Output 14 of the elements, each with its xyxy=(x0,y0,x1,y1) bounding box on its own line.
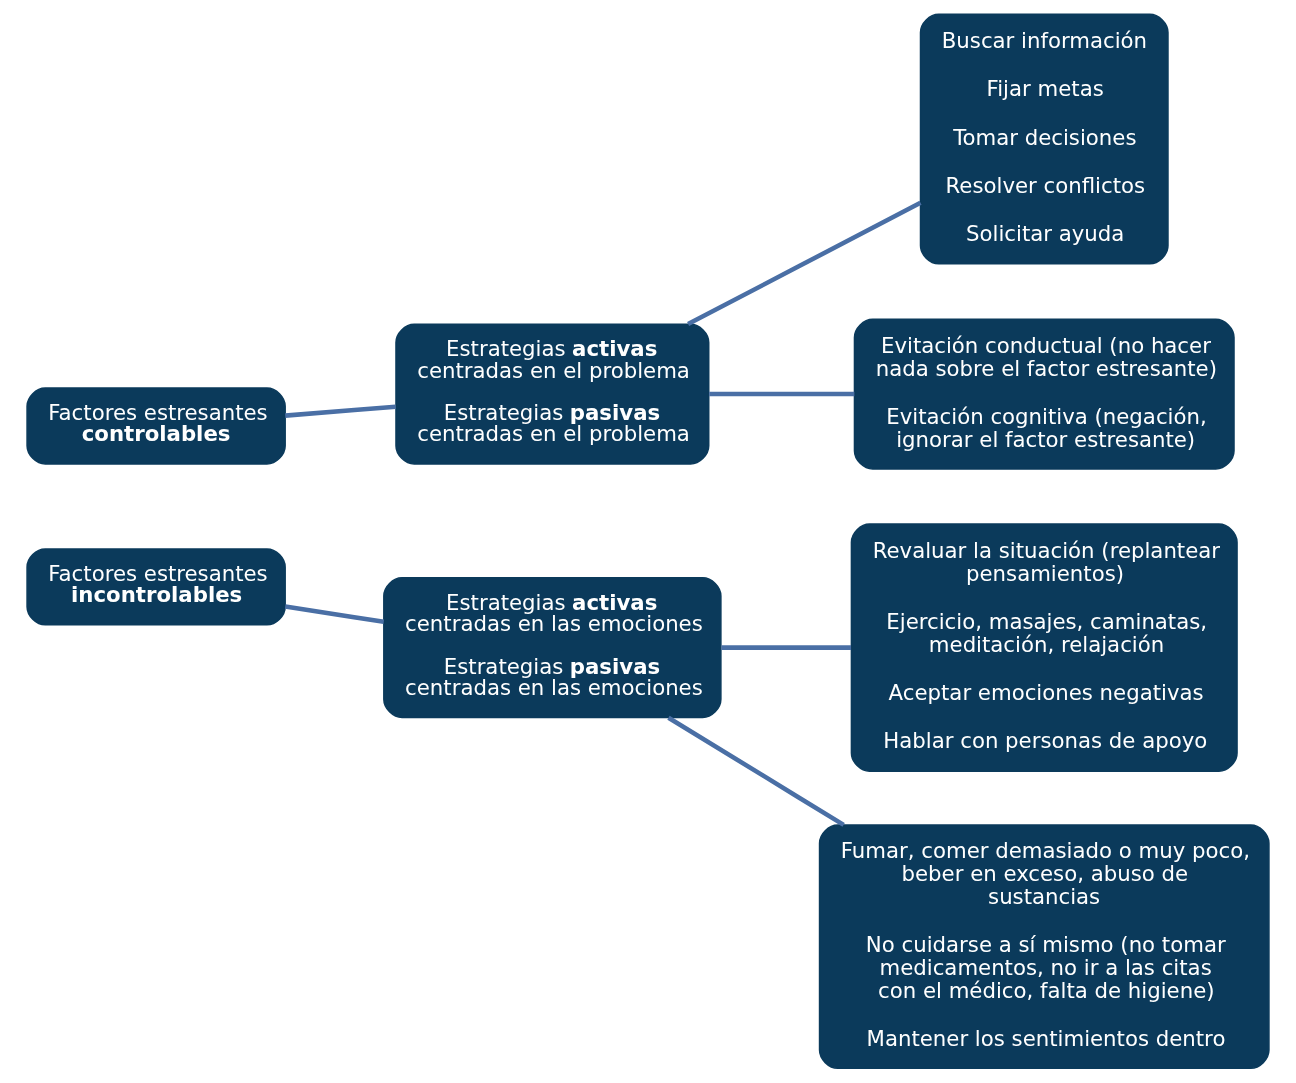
node-box: Factores estresantes incontrolables xyxy=(26,548,286,626)
connector xyxy=(285,404,396,418)
connector xyxy=(687,200,922,327)
node-box: Evitación conductual (no hacer nada sobre el factor estresante) Evitación cognitiva (negación, ignorar el factor estresante) xyxy=(853,318,1235,470)
connector xyxy=(284,604,385,625)
node-box: Revaluar la situación (replantear pensamientos) Ejercicio, masajes, caminatas, meditación, relajación Aceptar emociones negativas Hablar con personas de apoyo xyxy=(850,523,1238,772)
node-box: Estrategias activas centradas en las emociones Estrategias pasivas centradas en las emociones xyxy=(383,577,722,719)
node-box: Fumar, comer demasiado o muy poco, beber en exceso, abuso de sustancias No cuidarse a sí mismo (no tomar medicamentos, no ir a las citas con el médico, falta de higiene) Mantener los sentimientos dentro xyxy=(818,824,1270,1070)
connector xyxy=(721,645,851,650)
connector xyxy=(667,715,845,827)
connector xyxy=(709,391,855,397)
node-box: Buscar información Fijar metas Tomar decisiones Resolver conflictos Solicitar ayuda xyxy=(919,13,1169,265)
node-box: Estrategias activas centradas en el problema Estrategias pasivas centradas en el problema xyxy=(395,323,710,465)
node-box: Factores estresantes controlables xyxy=(26,387,286,465)
